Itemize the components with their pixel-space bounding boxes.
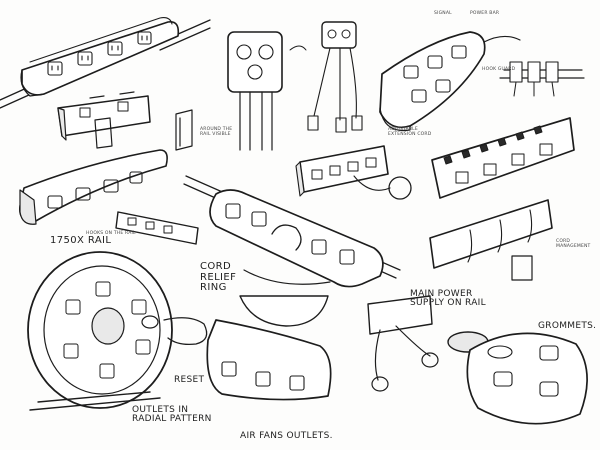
cord-relief-label: CORD RELIEF RING bbox=[200, 261, 237, 293]
reset-label: RESET bbox=[174, 375, 205, 385]
rail-label: 1750x RAIL bbox=[50, 235, 112, 246]
air-fans-label: AIR FANS OUTLETS. bbox=[240, 431, 333, 441]
switch-power-strip bbox=[431, 117, 575, 199]
power-bar-label: POWER BAR bbox=[470, 11, 500, 16]
signal-label: SIGNAL bbox=[434, 11, 452, 16]
small-adapter-plugs bbox=[307, 21, 363, 133]
adjustable-cord-label: ADJUSTABLE EXTENSION CORD bbox=[388, 127, 432, 137]
clip-module bbox=[57, 91, 151, 149]
triple-adapter-wired bbox=[227, 31, 307, 151]
center-rail-strip bbox=[183, 175, 401, 288]
grommets-label: GROMMETS. bbox=[538, 321, 597, 331]
main-power-label: MAIN POWER SUPPLY ON RAIL bbox=[410, 289, 486, 309]
extension-cord-unit bbox=[295, 145, 412, 200]
cord-management-label: CORD MANAGEMENT bbox=[556, 239, 591, 249]
grommet-power-block bbox=[447, 331, 588, 425]
fan-outlet-unit bbox=[206, 319, 332, 401]
top-left-power-strip bbox=[0, 17, 211, 109]
cord-relief-ring-part bbox=[239, 295, 329, 327]
outlets-radial-label: OUTLETS IN RADIAL PATTERN bbox=[132, 405, 212, 425]
plug-cluster bbox=[499, 61, 585, 97]
radial-rail-unit bbox=[27, 251, 208, 411]
hook-rail-strip bbox=[429, 199, 553, 281]
long-power-strip bbox=[18, 149, 168, 225]
small-rail-strip bbox=[115, 211, 199, 245]
main-power-rail bbox=[367, 295, 439, 392]
hooks-rail-label: HOOKS ON THE RAIL bbox=[86, 231, 136, 236]
wall-bracket bbox=[175, 109, 193, 151]
handheld-power-bar bbox=[379, 31, 521, 132]
around-rail-label: AROUND THE RAIL VISIBLE bbox=[200, 127, 233, 137]
hook-guard-label: HOOK GUARD bbox=[482, 67, 516, 72]
